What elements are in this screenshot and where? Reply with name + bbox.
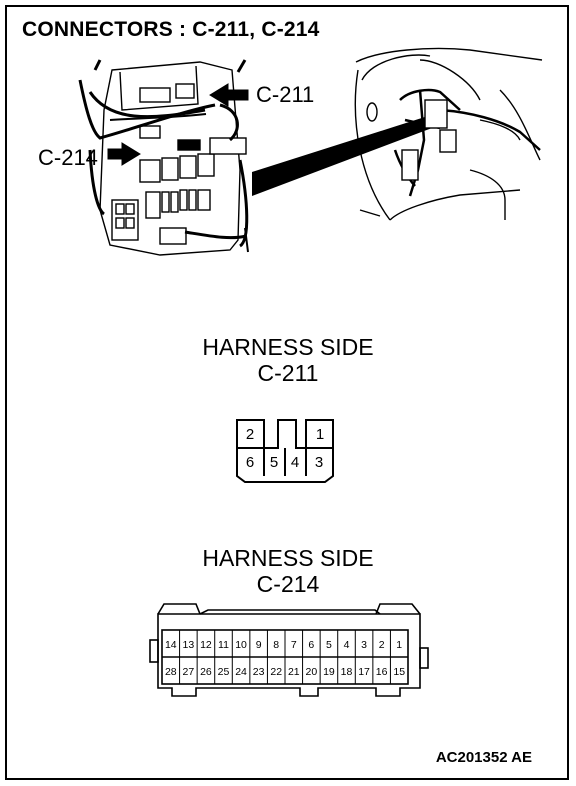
connector-c214-grid <box>179 630 391 684</box>
c214-pin: 7 <box>291 639 297 651</box>
c214-pin: 3 <box>361 639 367 651</box>
callout-arrows <box>107 83 249 166</box>
c214-pin: 5 <box>326 639 332 651</box>
c214-pin: 16 <box>376 666 388 678</box>
c214-pin: 14 <box>165 639 177 651</box>
c214-pin: 17 <box>358 666 370 678</box>
figure-title: CONNECTORS : C-211, C-214 <box>22 18 320 41</box>
c214-heading: HARNESS SIDE <box>202 545 374 571</box>
c214-pin: 8 <box>273 639 279 651</box>
connector-c214-bottom-pins: 28 27 26 25 24 23 22 21 20 19 18 17 16 15 <box>165 666 405 678</box>
c211-pin: 6 <box>246 454 254 471</box>
c214-pin: 27 <box>183 666 195 678</box>
dashboard-junction <box>401 99 457 181</box>
connector-c211-pins: 2 1 6 5 4 3 <box>246 426 324 471</box>
leader-wedge <box>252 116 432 196</box>
figure-code: AC201352 AE <box>435 749 532 766</box>
callout-c211-label: C-211 <box>256 82 315 107</box>
c214-pin: 6 <box>308 639 314 651</box>
c211-pin: 1 <box>316 426 324 443</box>
c214-connector-name: C-214 <box>256 571 320 597</box>
c211-pin: 2 <box>246 426 254 443</box>
connector-c211-outline <box>236 419 334 483</box>
callout-c214-label: C-214 <box>38 145 98 170</box>
c211-pin: 3 <box>315 454 323 471</box>
c214-pin: 28 <box>165 666 177 678</box>
connector-c214-outline <box>149 603 429 697</box>
c214-pin: 24 <box>235 666 247 678</box>
c214-pin: 1 <box>396 639 402 651</box>
c214-pin: 19 <box>323 666 335 678</box>
c214-pin: 11 <box>218 639 229 651</box>
c214-pin: 22 <box>270 666 282 678</box>
c214-pin: 25 <box>218 666 230 678</box>
harness-wires <box>78 59 249 253</box>
c214-pin: 10 <box>235 639 247 651</box>
c214-pin: 20 <box>306 666 318 678</box>
figure-frame <box>5 5 569 780</box>
c214-pin: 9 <box>256 639 262 651</box>
c211-pin: 4 <box>291 454 299 471</box>
c214-pin: 4 <box>344 639 350 651</box>
c211-heading: HARNESS SIDE <box>202 334 374 360</box>
c214-pin: 15 <box>393 666 405 678</box>
c214-pin: 2 <box>379 639 385 651</box>
c214-pin: 18 <box>341 666 353 678</box>
c214-pin: 13 <box>183 639 195 651</box>
c214-pin: 21 <box>288 666 300 678</box>
c211-connector-name: C-211 <box>257 360 319 386</box>
c211-pin: 5 <box>270 454 278 471</box>
c214-pin: 26 <box>200 666 212 678</box>
c214-pin: 23 <box>253 666 265 678</box>
c214-pin: 12 <box>200 639 212 651</box>
dashboard-drawing <box>354 47 543 221</box>
